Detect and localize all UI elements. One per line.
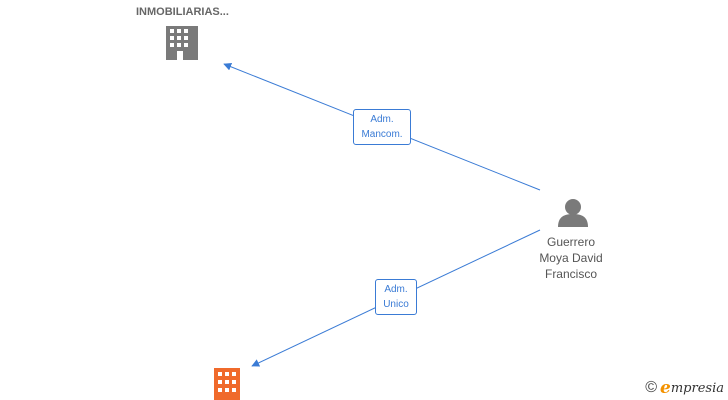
edge-label-line: Adm. <box>384 284 408 295</box>
company-name-label[interactable]: INMOBILIARIAS... <box>136 6 229 18</box>
building-icon[interactable] <box>214 368 240 400</box>
brand-initial: e <box>660 378 671 398</box>
person-name-line: Guerrero <box>546 235 596 249</box>
person-icon[interactable] <box>558 199 588 227</box>
edge-label-adm-mancom[interactable]: Adm. Mancom. <box>353 109 411 145</box>
copyright-symbol: © <box>645 379 658 396</box>
brand-name: mpresia <box>670 380 724 396</box>
edge-label-line: Mancom. <box>361 129 403 140</box>
person-name-label[interactable]: Guerrero Moya David Francisco <box>528 234 614 282</box>
person-name-line: Moya David <box>539 251 603 265</box>
building-icon[interactable] <box>166 26 198 60</box>
edge-label-line: Adm. <box>370 114 394 125</box>
person-name-line: Francisco <box>544 267 597 281</box>
edge-label-adm-unico[interactable]: Adm. Unico <box>375 279 417 315</box>
edge-label-line: Unico <box>383 299 409 310</box>
